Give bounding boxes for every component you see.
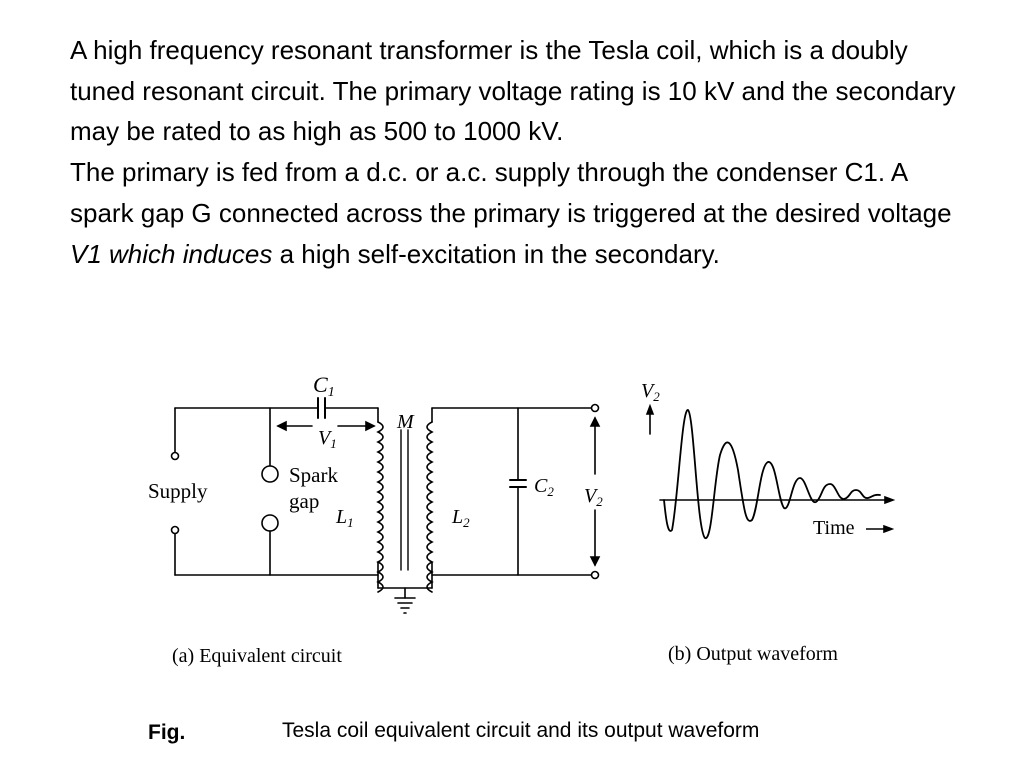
v1-arrow xyxy=(276,420,376,432)
ground-symbol xyxy=(377,587,433,614)
capacitor-c1 xyxy=(317,397,379,423)
primary-coil-l1 xyxy=(376,421,384,593)
paragraph-2: The primary is fed from a d.c. or a.c. s… xyxy=(70,152,970,274)
waveform-label-v2: V2 xyxy=(641,380,660,404)
tesla-coil-figure: C1 V1 M Supply Spark gap L1 L2 C2 V2 V2 … xyxy=(148,372,896,744)
paragraph-2-end: a high self-excitation in the secondary. xyxy=(272,238,720,269)
figure-title: Tesla coil equivalent circuit and its ou… xyxy=(282,719,759,742)
v2-arrow xyxy=(589,416,601,567)
time-arrow xyxy=(866,524,895,534)
spark-gap xyxy=(261,407,279,576)
label-supply: Supply xyxy=(148,479,208,503)
label-v1: V1 xyxy=(318,427,337,451)
label-c1: C1 xyxy=(313,372,335,400)
label-l1: L1 xyxy=(335,506,354,530)
label-m: M xyxy=(396,411,415,433)
label-c2: C2 xyxy=(534,475,554,499)
label-spark: Spark xyxy=(289,463,338,487)
label-time: Time xyxy=(813,517,855,539)
capacitor-c2 xyxy=(509,407,527,576)
label-gap: gap xyxy=(289,489,319,513)
paragraph-2-italic: V1 which induces xyxy=(70,238,273,269)
paragraph-2-start: The primary is fed from a d.c. or a.c. s… xyxy=(70,157,952,228)
label-l2: L2 xyxy=(451,506,470,530)
caption-equivalent-circuit: (a) Equivalent circuit xyxy=(172,645,342,667)
figure-label: Fig. xyxy=(148,721,185,744)
caption-output-waveform: (b) Output waveform xyxy=(668,643,838,665)
output-waveform xyxy=(663,409,881,539)
body-text: A high frequency resonant transformer is… xyxy=(70,30,970,274)
label-v2: V2 xyxy=(584,485,603,509)
secondary-coil-l2 xyxy=(426,407,596,593)
output-terminals xyxy=(431,403,600,580)
paragraph-1: A high frequency resonant transformer is… xyxy=(70,35,956,147)
supply-terminals xyxy=(170,407,379,576)
